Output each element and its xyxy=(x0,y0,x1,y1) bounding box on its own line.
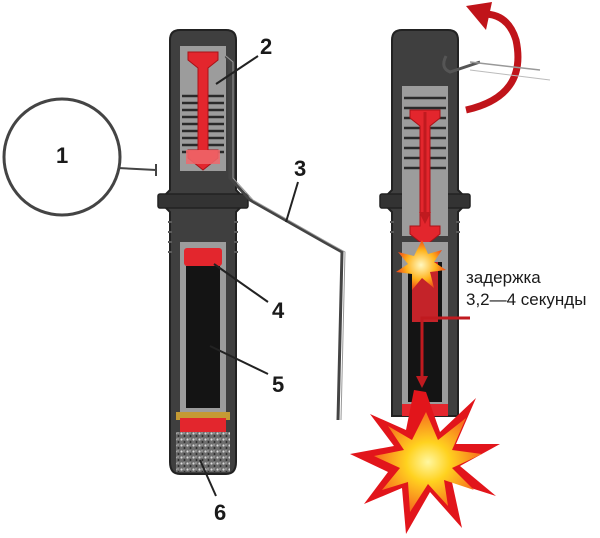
ring-link xyxy=(117,164,157,176)
primer-cap xyxy=(184,248,222,266)
delay-note-line1: задержка xyxy=(466,268,541,287)
detonator-top xyxy=(180,418,226,432)
thread xyxy=(168,221,238,253)
motion-streak xyxy=(469,61,541,71)
label-1: 1 xyxy=(56,143,68,168)
lever-rotation-arrow xyxy=(465,10,522,114)
label-2: 2 xyxy=(260,34,272,59)
delay-arrow xyxy=(416,316,470,388)
label-4: 4 xyxy=(272,298,285,323)
label-6: 6 xyxy=(214,500,226,525)
safety-lever-flying xyxy=(442,55,481,74)
fuse-flange xyxy=(157,193,249,209)
leader-4 xyxy=(213,263,269,303)
leader-6 xyxy=(199,459,217,497)
leader-2 xyxy=(215,55,259,85)
thread-right xyxy=(390,221,460,233)
lever-rotation-arrowhead xyxy=(466,2,492,30)
label-5: 5 xyxy=(272,372,284,397)
label-3: 3 xyxy=(294,156,306,181)
striker-cup xyxy=(186,150,220,164)
safety-lever xyxy=(224,55,344,421)
callouts: 1 2 3 4 5 6 задержка 3,2—4 секунды xyxy=(56,34,586,525)
pull-ring xyxy=(2,97,122,217)
fuse-left xyxy=(2,29,346,475)
fuse-right xyxy=(350,2,551,534)
delay-column xyxy=(186,266,220,408)
delay-note-line2: 3,2—4 секунды xyxy=(466,290,586,309)
leader-3 xyxy=(285,181,299,223)
primer-flash xyxy=(396,240,446,290)
explosion-core xyxy=(374,412,482,512)
motion-streak xyxy=(469,69,551,81)
leader-5 xyxy=(209,345,269,375)
detonator-cap xyxy=(176,412,230,420)
